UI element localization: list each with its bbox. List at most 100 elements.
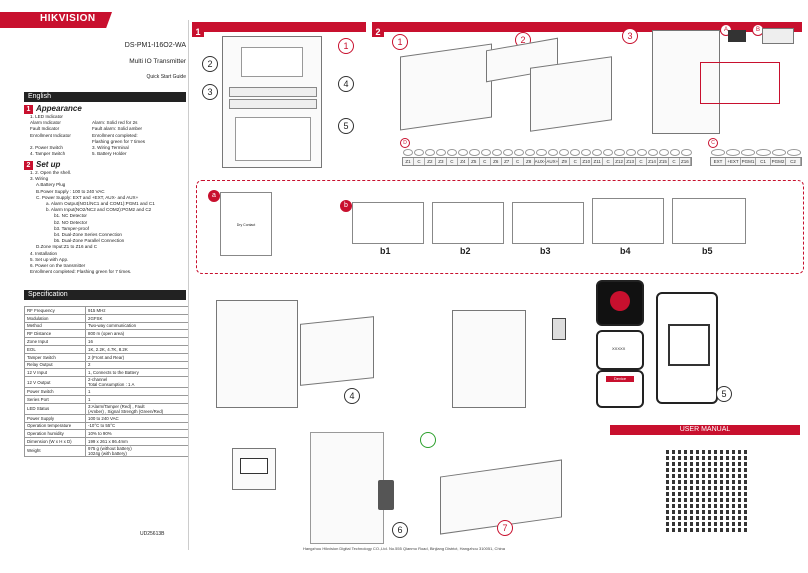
terminal-screw [402,149,413,156]
terminal-screw [741,149,756,156]
setup-line: B.Power Supply : 100 to 240 VAC [36,188,105,194]
setup-line: b4. Dual-Zone Series Connection [54,232,122,238]
terminal-label: Z4 [458,158,469,165]
terminal-screw [625,149,636,156]
device-usb-image [452,310,526,408]
terminal-label: C [636,158,648,165]
terminal-screw [458,149,469,156]
model-number: DS-PM1-I16O2-WA [124,42,186,49]
terminal-label: Z12 [614,158,626,165]
terminal-zoom-box [700,62,780,104]
terminal-label: C [480,158,491,165]
setup-line: a. Alarm Output(NO1/NC1 and COM1):PGM1 a… [46,201,155,207]
footer-address: Hangzhou Hikvision Digital Technology CO… [302,546,506,551]
setup-line: b5. Dual-Zone Parallel Connection [54,238,125,244]
callout-4: 4 [338,76,354,92]
terminal-label: C [603,158,615,165]
power-supply-icon [762,28,794,44]
terminal-label: PGM1 [741,158,756,165]
setup-line: 3. Wiring [30,176,49,182]
phone-camera-screen [596,280,644,326]
terminal-label: +EXT [726,158,741,165]
appearance-row: Flashing green for 7 times [92,138,146,144]
power-adapter-icon [378,480,394,510]
wiring-b1 [352,202,424,244]
terminal-screw [547,149,558,156]
terminal-screw [647,149,659,156]
phone-scan-screen: XXXXX [596,330,644,370]
terminal-label: Z1 [403,158,414,165]
wiring-b3 [512,202,584,244]
terminal-label: C [513,158,524,165]
qr-pattern-overlay [666,448,750,532]
terminal-screw [659,149,670,156]
marker-b: b [340,200,352,212]
setup-line: b. Alarm Input(NO2/NC2 and COM2):PGM2 an… [46,207,152,213]
terminal-screw [435,149,447,156]
setup-line: b1. NC Detector [54,213,87,219]
setup-line: b2. NO Detector [54,219,88,225]
step-3-marker: 3 [622,28,638,44]
wiring-b2 [432,202,504,244]
terminal-screw [424,149,435,156]
product-name: Multi IO Transmitter [129,58,186,65]
device-wiring-view [652,30,720,134]
terminal-label: Z14 [647,158,658,165]
setup-line: b3. Tamper-proof [54,225,89,231]
setup-line: 4. Installation [30,250,58,256]
terminal-label: Z13 [625,158,637,165]
dry-contact-diagram: Dry Contact [220,192,272,256]
terminal-screw [756,149,771,156]
guide-title: Quick Start Guide [146,74,186,80]
terminal-screw [603,149,614,156]
user-manual-banner: USER MANUAL [610,425,800,435]
wiring-b5 [672,198,746,244]
terminal-screw [681,149,692,156]
led-green-icon [420,432,436,448]
callout-2: 2 [202,56,218,72]
spec-row: Operation temperature-10°C to 55°C [24,421,189,431]
setup-line: 1. 2. Open the shell. [30,170,72,175]
step-5-marker: 5 [716,386,732,402]
callout-5: 5 [338,118,354,134]
device-front-open [222,36,322,168]
setup-line: 6. Power on the transmitter [30,263,86,269]
appearance-row: 1. LED Indicator [30,114,63,119]
terminal-screw [636,149,647,156]
label-b2: b2 [460,246,471,256]
marker-D: D [400,138,410,148]
setup-line: 5. Set up with App. [30,256,69,262]
terminal-label: C1 [756,158,771,165]
terminal-screw [447,149,458,156]
phone-qr-screen [656,292,718,404]
terminal-label: C [669,158,680,165]
terminal-label: Z5 [469,158,480,165]
terminal-label: Z11 [592,158,604,165]
terminal-label: C [570,158,582,165]
terminal-label: C2 [786,158,801,165]
terminal-screw [614,149,625,156]
terminal-label: Z8 [524,158,535,165]
terminal-label: Z3 [436,158,447,165]
terminal-label: Z16 [680,158,691,165]
label-b4: b4 [620,246,631,256]
terminal-label: Z10 [581,158,593,165]
terminal-screw [569,149,580,156]
wiring-detail-box [196,180,804,274]
